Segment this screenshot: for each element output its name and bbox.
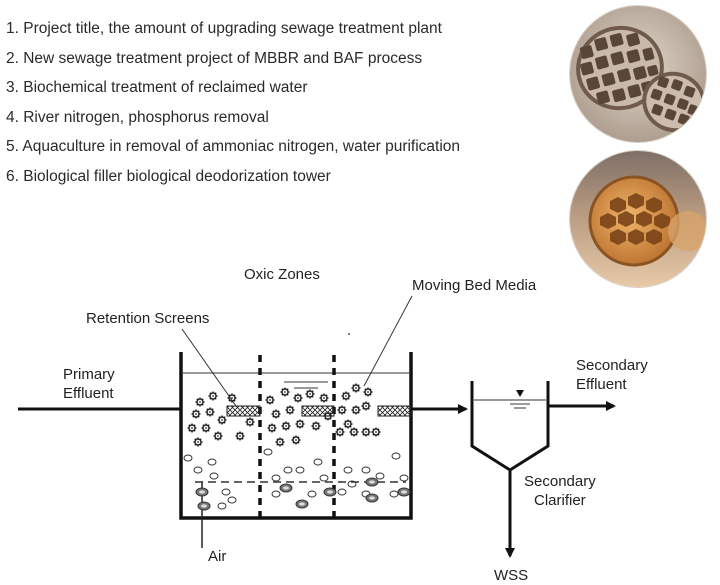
label-secondary-clarifier-line1: Secondary (524, 473, 596, 490)
application-item: 1. Project title, the amount of upgradin… (6, 20, 442, 37)
air-bubbles (183, 448, 411, 511)
label-primary-effluent-line1: Primary (63, 366, 115, 383)
reactor-tank (179, 352, 413, 520)
application-item: 6. Biological filler biological deodoriz… (6, 167, 331, 185)
stray-dot (348, 333, 350, 335)
carrier-media-photo-honeycomb (570, 151, 706, 287)
carrier-media-photo-lattice (570, 6, 706, 142)
application-item: 3. Biochemical treatment of reclaimed wa… (6, 79, 308, 96)
retention-screen-3 (377, 405, 412, 417)
leader-retention-screens (181, 328, 237, 407)
application-item: 4. River nitrogen, phosphorus removal (6, 108, 269, 126)
retention-screen-1 (226, 405, 261, 417)
secondary-clarifier (470, 381, 550, 472)
label-air: Air (208, 548, 226, 565)
application-item: 2. New sewage treatment project of MBBR … (6, 49, 423, 67)
label-oxic-zones: Oxic Zones (244, 266, 320, 283)
label-wss: WSS (494, 567, 528, 584)
retention-screen-2 (301, 405, 335, 417)
label-secondary-effluent-line2: Effluent (576, 376, 627, 393)
moving-bed-media (186, 382, 382, 448)
water-level-icon (516, 390, 524, 397)
label-moving-bed-media: Moving Bed Media (412, 277, 537, 294)
application-item: 5. Aquaculture in removal of ammoniac ni… (6, 138, 461, 155)
label-primary-effluent-line2: Effluent (63, 385, 114, 402)
applications-list: 1. Project title, the amount of upgradin… (6, 14, 460, 191)
mbbr-process-diagram: Oxic Zones Moving Bed Media Retention Sc… (18, 266, 648, 584)
label-retention-screens: Retention Screens (86, 310, 209, 327)
label-secondary-effluent-line1: Secondary (576, 357, 648, 374)
leader-moving-bed-media (363, 295, 413, 387)
label-secondary-clarifier-line2: Clarifier (534, 492, 586, 509)
